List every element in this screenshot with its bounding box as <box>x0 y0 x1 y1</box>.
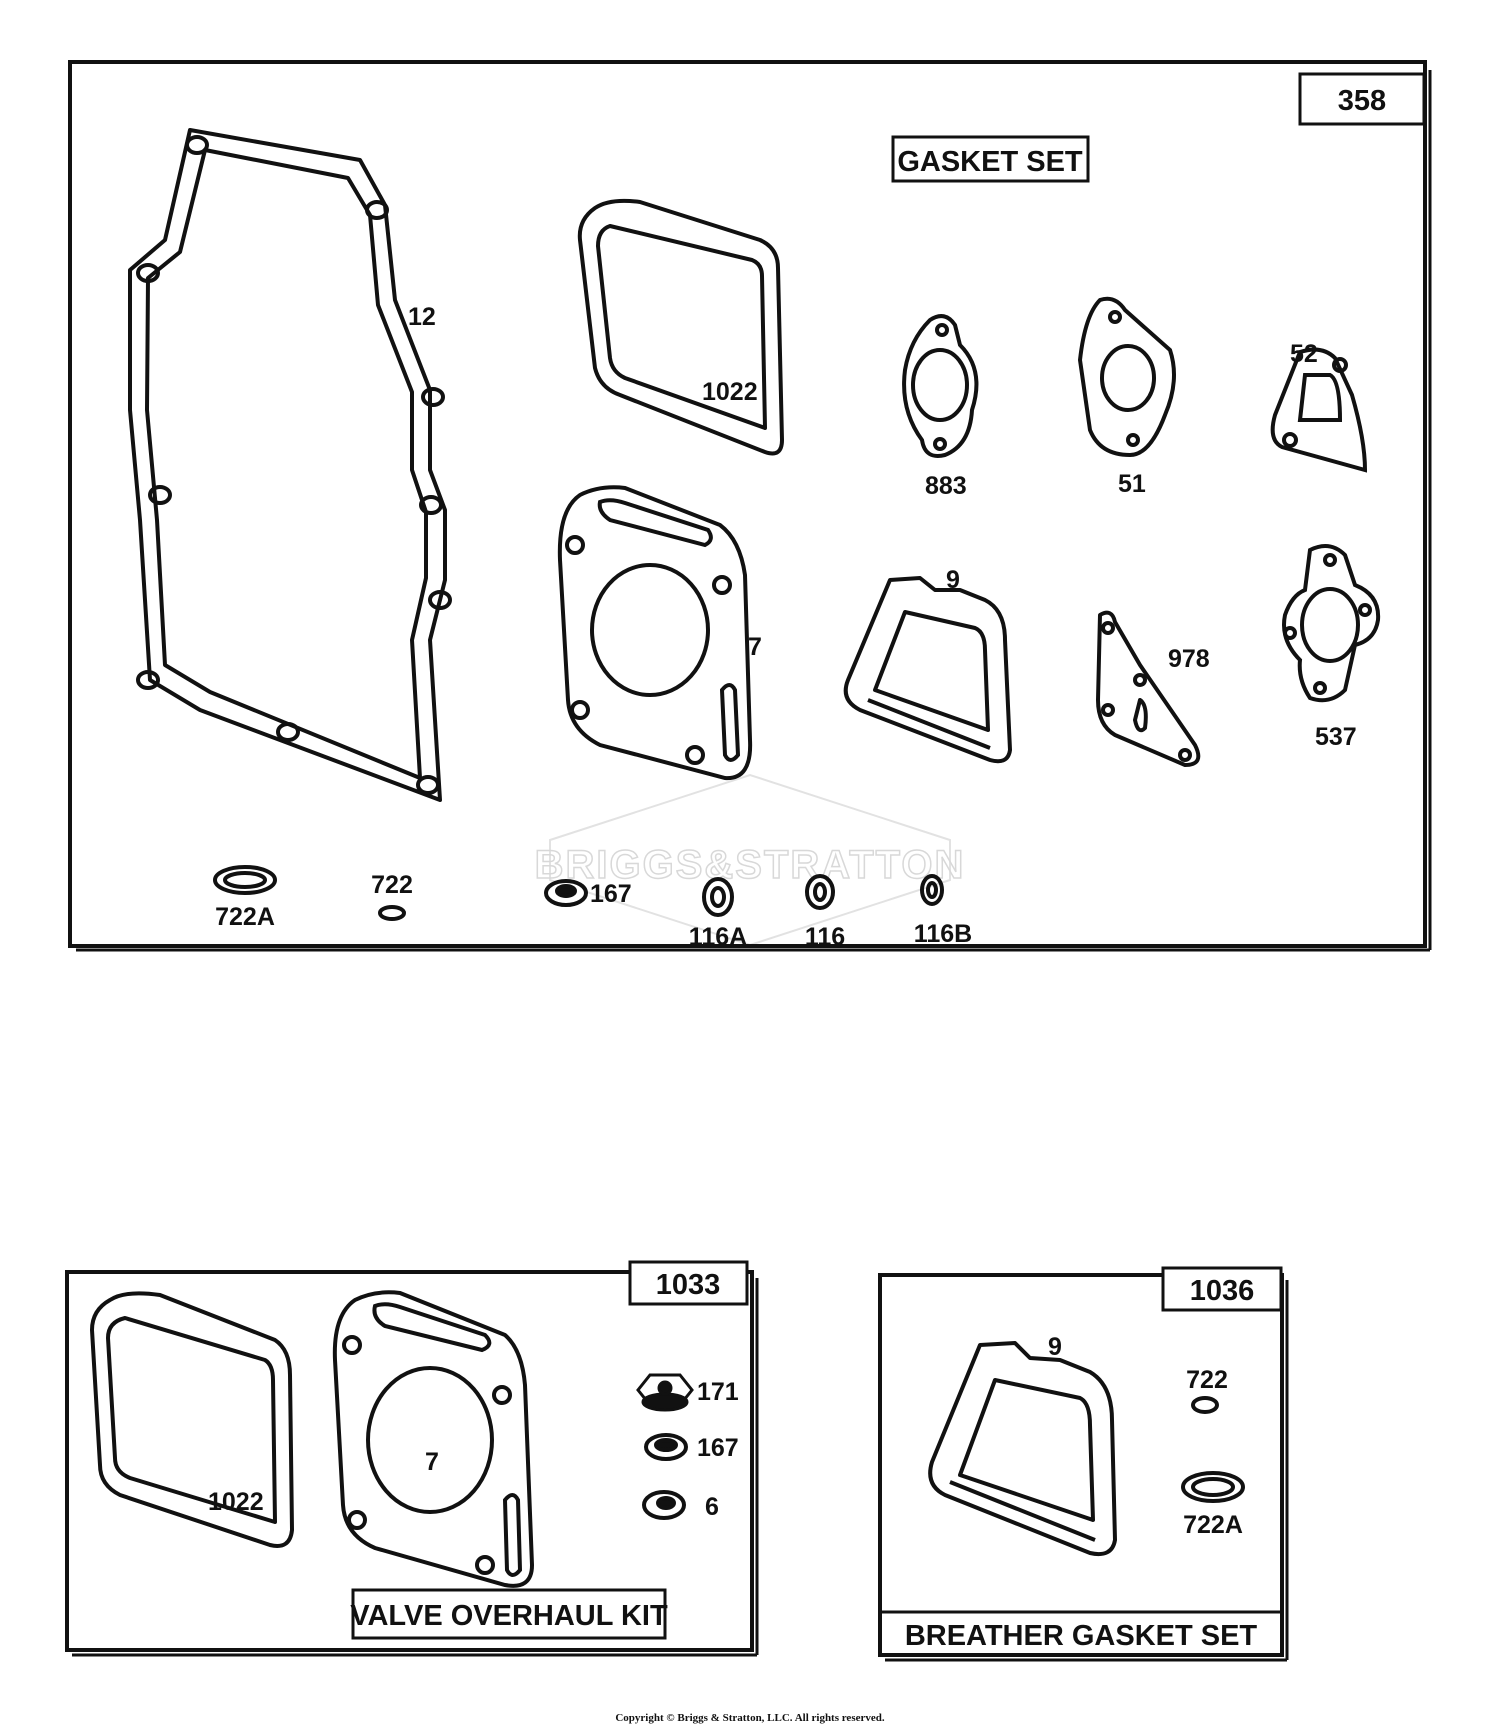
oring-722A <box>213 865 277 895</box>
label-116B: 116B <box>914 920 972 948</box>
nut-171 <box>636 1373 694 1412</box>
gasket-set-title: GASKET SET <box>897 146 1083 178</box>
label-51: 51 <box>1118 470 1146 498</box>
oring-722 <box>378 905 406 921</box>
gasket-9 <box>843 576 1012 764</box>
copyright-notice: Copyright © Briggs & Stratton, LLC. All … <box>615 1712 885 1724</box>
breather-gasket-9 <box>928 1341 1117 1557</box>
washer-116A <box>702 877 734 917</box>
valve-kit-code-box <box>628 1260 749 1306</box>
label-722A: 722A <box>215 903 275 931</box>
valve-kit-label-171: 171 <box>697 1378 739 1406</box>
washer-6 <box>642 1490 686 1520</box>
label-116A: 116A <box>689 923 747 951</box>
label-722: 722 <box>371 871 413 899</box>
washer-116 <box>805 874 835 910</box>
valve-kit-label-167: 167 <box>697 1434 739 1462</box>
label-537: 537 <box>1315 723 1357 751</box>
gasket-set-title-box <box>891 135 1090 183</box>
breather-oring-722A <box>1181 1471 1245 1503</box>
label-883: 883 <box>925 472 967 500</box>
label-7: 7 <box>748 633 762 661</box>
valve-kit-code: 1033 <box>656 1269 721 1301</box>
valve-kit-label-6: 6 <box>705 1493 719 1521</box>
label-167: 167 <box>590 880 632 908</box>
gasket-7 <box>557 485 753 781</box>
label-12: 12 <box>408 303 436 331</box>
breather-set-code: 1036 <box>1190 1275 1255 1307</box>
breather-gasket-set-panel: 1036 BREATHER GASKET SET <box>878 1266 1289 1662</box>
label-52: 52 <box>1290 340 1318 368</box>
breather-set-code-box <box>1161 1266 1283 1312</box>
label-116: 116 <box>805 923 845 951</box>
gasket-978 <box>1096 610 1201 767</box>
gasket-883 <box>902 314 979 458</box>
valve-kit-title-box <box>351 1588 667 1640</box>
breather-set-label-722A: 722A <box>1183 1511 1243 1539</box>
valve-kit-gasket-1022 <box>90 1291 294 1548</box>
valve-kit-title: VALVE OVERHAUL KIT <box>350 1600 668 1632</box>
gasket-537 <box>1282 544 1381 703</box>
breather-set-label-9: 9 <box>1048 1333 1062 1361</box>
gasket-set-panel: 358 GASKET SET <box>68 60 1432 952</box>
breather-set-title: BREATHER GASKET SET <box>905 1620 1258 1652</box>
gasket-set-code-box <box>1298 72 1426 126</box>
breather-oring-722 <box>1191 1396 1219 1414</box>
gasket-12 <box>128 128 452 802</box>
valve-kit-label-1022: 1022 <box>208 1488 264 1516</box>
gasket-1022 <box>577 198 784 456</box>
gasket-52 <box>1270 347 1368 473</box>
gasket-set-code: 358 <box>1338 85 1386 117</box>
valve-overhaul-kit-panel: 1033 VALVE OVERHAUL KIT <box>65 1260 759 1657</box>
label-1022: 1022 <box>702 378 758 406</box>
watermark: BRIGGS&STRATTON <box>534 773 966 947</box>
label-9: 9 <box>946 566 960 594</box>
gasket-51 <box>1077 296 1176 458</box>
valve-kit-gasket-7 <box>332 1290 535 1588</box>
breather-set-label-722: 722 <box>1186 1366 1228 1394</box>
seal-167 <box>544 879 588 907</box>
watermark-text: BRIGGS&STRATTON <box>535 843 966 887</box>
washer-116B <box>920 874 944 906</box>
valve-kit-label-7: 7 <box>425 1448 439 1476</box>
label-978: 978 <box>1168 645 1210 673</box>
valve-kit-seal-167 <box>644 1433 688 1461</box>
